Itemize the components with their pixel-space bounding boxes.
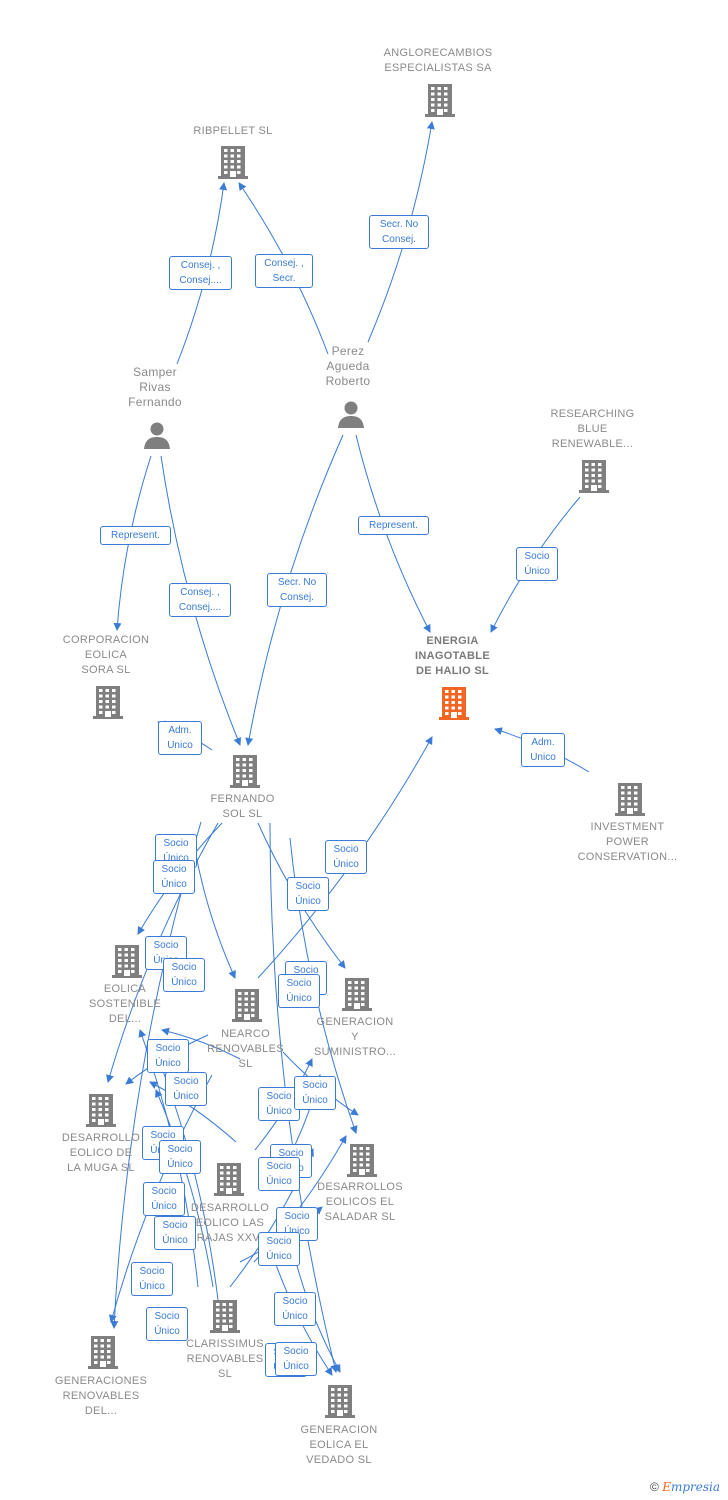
node-label: EOLICA SOSTENIBLE DEL... [88, 983, 162, 1025]
researching-blue-node[interactable]: RESEARCHING BLUE RENEWABLE... [530, 407, 655, 452]
building-icon[interactable] [424, 83, 456, 122]
copyright-symbol: © [650, 1480, 659, 1494]
clarissimus-node[interactable]: CLARISSIMUS RENOVABLES SL [170, 1337, 280, 1382]
relationship-label[interactable]: Consej. , Secr. [255, 254, 313, 288]
building-icon[interactable] [87, 1335, 119, 1374]
node-label: CLARISSIMUS RENOVABLES SL [186, 1338, 264, 1380]
relationship-edge [194, 849, 236, 979]
building-icon[interactable] [209, 1299, 241, 1338]
building-icon[interactable] [341, 977, 373, 1016]
relationship-label[interactable]: Secr. No Consej. [267, 573, 327, 607]
node-label: GENERACION EOLICA EL VEDADO SL [300, 1424, 378, 1466]
node-label: NEARCO RENOVABLES SL [207, 1028, 284, 1070]
node-label: GENERACIONES RENOVABLES DEL... [54, 1375, 148, 1417]
relationship-label[interactable]: Socio Único [258, 1157, 300, 1191]
relationship-label[interactable]: Socio Único [153, 860, 195, 894]
relationship-label[interactable]: Socio Único [163, 958, 205, 992]
node-label: ANGLORECAMBIOS ESPECIALISTAS SA [383, 47, 493, 74]
relationship-edge [149, 1081, 237, 1143]
building-icon[interactable] [92, 685, 124, 724]
generacion-suministro-node[interactable]: GENERACION Y SUMINISTRO... [300, 1015, 410, 1060]
corporacion-eolica-node[interactable]: CORPORACION EOLICA SORA SL [46, 633, 166, 678]
building-icon[interactable] [614, 782, 646, 821]
node-label: DESARROLLO EOLICO DE LA MUGA SL [61, 1132, 141, 1174]
relationship-label[interactable]: Secr. No Consej. [369, 215, 429, 249]
investment-power-node[interactable]: INVESTMENT POWER CONSERVATION... [565, 820, 690, 865]
relationship-label[interactable]: Socio Único [258, 1232, 300, 1266]
generacion-vedado-node[interactable]: GENERACION EOLICA EL VEDADO SL [284, 1423, 394, 1468]
relationship-label[interactable]: Socio Único [294, 1076, 336, 1110]
node-label: Perez Agueda Roberto [325, 344, 371, 388]
relationship-label[interactable]: Represent. [358, 516, 429, 535]
samper-rivas-node[interactable]: Samper Rivas Fernando [100, 365, 210, 410]
node-label: CORPORACION EOLICA SORA SL [62, 634, 150, 676]
node-label: FERNANDO SOL SL [210, 793, 275, 820]
brand-name: mpresia [670, 1480, 721, 1494]
relationship-label[interactable]: Socio Único [287, 877, 329, 911]
building-icon[interactable] [229, 754, 261, 793]
node-label: ENERGIA INAGOTABLE DE HALIO SL [415, 635, 490, 677]
building-icon[interactable] [111, 944, 143, 983]
relationship-label[interactable]: Socio Único [159, 1140, 201, 1174]
relationship-label[interactable]: Consej. , Consej.... [169, 583, 231, 617]
node-label: DESARROLLOS EOLICOS EL SALADAR SL [317, 1181, 403, 1223]
perez-agueda-node[interactable]: Perez Agueda Roberto [293, 344, 403, 389]
relationship-label[interactable]: Socio Único [274, 1292, 316, 1326]
building-icon[interactable] [438, 686, 470, 725]
generaciones-renovables-node[interactable]: GENERACIONES RENOVABLES DEL... [41, 1374, 161, 1419]
relationship-label[interactable]: Adm. Unico [158, 721, 202, 755]
relationship-edge [161, 1027, 241, 1060]
node-label: DESARROLLO EOLICO LAS RAJAS XXVI [190, 1202, 270, 1244]
person-icon[interactable] [142, 420, 172, 455]
node-label: RESEARCHING BLUE RENEWABLE... [550, 408, 635, 450]
ribpellet-node[interactable]: RIBPELLET SL [163, 124, 303, 139]
building-icon[interactable] [324, 1384, 356, 1423]
relationship-label[interactable]: Socio Único [275, 1342, 317, 1376]
relationship-label[interactable]: Socio Único [147, 1039, 189, 1073]
brand-initial: E [662, 1480, 671, 1494]
node-label: RIBPELLET SL [193, 125, 273, 137]
relationship-label[interactable]: Socio Único [131, 1262, 173, 1296]
relationship-label[interactable]: Consej. , Consej.... [169, 256, 232, 290]
desarrollo-muga-node[interactable]: DESARROLLO EOLICO DE LA MUGA SL [46, 1131, 156, 1176]
relationship-label[interactable]: Socio Único [325, 840, 367, 874]
relationship-label[interactable]: Socio Único [143, 1182, 185, 1216]
eolica-sostenible-node[interactable]: EOLICA SOSTENIBLE DEL... [70, 982, 180, 1027]
energia-inagotable-node[interactable]: ENERGIA INAGOTABLE DE HALIO SL [390, 634, 515, 679]
building-icon[interactable] [217, 145, 249, 184]
nearco-renovables-node[interactable]: NEARCO RENOVABLES SL [193, 1027, 298, 1072]
building-icon[interactable] [578, 459, 610, 498]
empresia-logo: © Empresia [650, 1480, 720, 1494]
node-label: INVESTMENT POWER CONSERVATION... [577, 821, 678, 863]
relationship-label[interactable]: Socio Único [165, 1072, 207, 1106]
relationship-label[interactable]: Socio Único [146, 1307, 188, 1341]
person-icon[interactable] [336, 399, 366, 434]
relationship-label[interactable]: Socio Único [258, 1087, 300, 1121]
relationship-label[interactable]: Socio Único [278, 974, 320, 1008]
node-label: GENERACION Y SUMINISTRO... [313, 1016, 397, 1058]
relationship-label[interactable]: Socio Único [516, 547, 558, 581]
anglorecambios-node[interactable]: ANGLORECAMBIOS ESPECIALISTAS SA [368, 46, 508, 76]
relationship-edge [355, 434, 431, 633]
node-label: Samper Rivas Fernando [128, 365, 182, 409]
relationship-label[interactable]: Represent. [100, 526, 171, 545]
relationship-label[interactable]: Adm. Unico [521, 733, 565, 767]
fernando-sol-node[interactable]: FERNANDO SOL SL [190, 792, 295, 822]
relationship-label[interactable]: Socio Único [154, 1216, 196, 1250]
desarrollos-saladar-node[interactable]: DESARROLLOS EOLICOS EL SALADAR SL [305, 1180, 415, 1225]
building-icon[interactable] [213, 1162, 245, 1201]
building-icon[interactable] [231, 988, 263, 1027]
building-icon[interactable] [346, 1143, 378, 1182]
desarrollo-las-rajas-node[interactable]: DESARROLLO EOLICO LAS RAJAS XXVI [175, 1201, 285, 1246]
building-icon[interactable] [85, 1093, 117, 1132]
